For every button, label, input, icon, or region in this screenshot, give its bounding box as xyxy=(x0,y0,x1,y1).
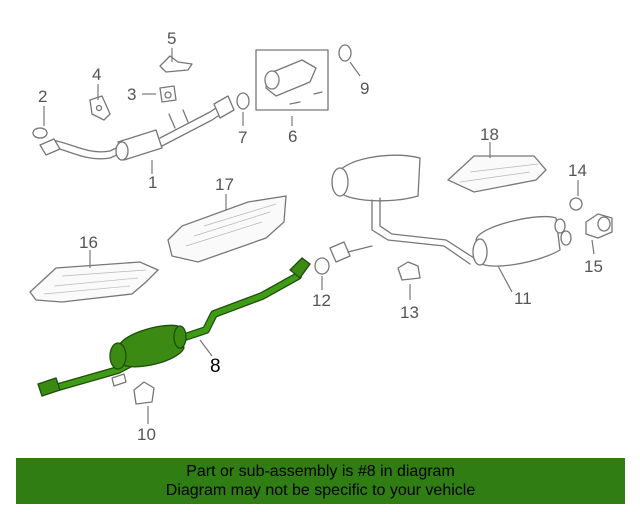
part-12-gasket xyxy=(314,257,330,275)
callout-10: 10 xyxy=(137,425,156,444)
part-3-hanger xyxy=(159,85,177,103)
callout-11: 11 xyxy=(514,289,532,308)
part-16-heat-shield xyxy=(29,261,160,303)
exhaust-parts-diagram: 1 2 3 4 5 6 7 8 9 10 11 12 13 14 15 16 1… xyxy=(29,29,613,444)
part-11-muffler-assembly xyxy=(329,154,572,267)
callout-9: 9 xyxy=(360,79,369,98)
part-18-heat-shield xyxy=(446,155,547,193)
part-8-center-pipe xyxy=(37,257,311,397)
callout-3: 3 xyxy=(127,85,136,104)
banner-line-1: Part or sub-assembly is #8 in diagram xyxy=(186,463,455,480)
callout-2: 2 xyxy=(38,87,47,106)
callout-6: 6 xyxy=(288,127,297,146)
callout-12: 12 xyxy=(312,291,331,310)
part-14-cap xyxy=(569,197,583,211)
part-7-gasket xyxy=(236,92,250,110)
banner-line-2: Diagram may not be specific to your vehi… xyxy=(165,482,476,499)
part-5-bracket xyxy=(159,55,193,73)
callout-15: 15 xyxy=(584,257,603,276)
part-6-converter-assembly xyxy=(255,49,329,111)
callout-18: 18 xyxy=(480,125,499,144)
callout-8: 8 xyxy=(210,356,221,377)
part-13-hanger xyxy=(397,261,421,281)
leader-lines xyxy=(43,48,595,424)
callout-13: 13 xyxy=(400,303,419,322)
callout-7: 7 xyxy=(238,128,247,147)
part-2-gasket xyxy=(32,127,48,139)
part-1-front-pipe xyxy=(39,95,235,161)
part-info-banner: Part or sub-assembly is #8 in diagram Di… xyxy=(16,458,625,504)
part-15-tip xyxy=(585,213,613,239)
part-10-hanger xyxy=(133,381,155,405)
callout-17: 17 xyxy=(215,175,234,194)
callout-1: 1 xyxy=(148,173,157,192)
part-17-heat-shield xyxy=(167,195,287,263)
callout-5: 5 xyxy=(167,29,176,48)
part-4-bracket xyxy=(89,95,111,121)
part-9-gasket xyxy=(338,44,352,62)
callout-14: 14 xyxy=(568,161,587,180)
callout-16: 16 xyxy=(79,233,98,252)
callout-4: 4 xyxy=(92,65,101,84)
